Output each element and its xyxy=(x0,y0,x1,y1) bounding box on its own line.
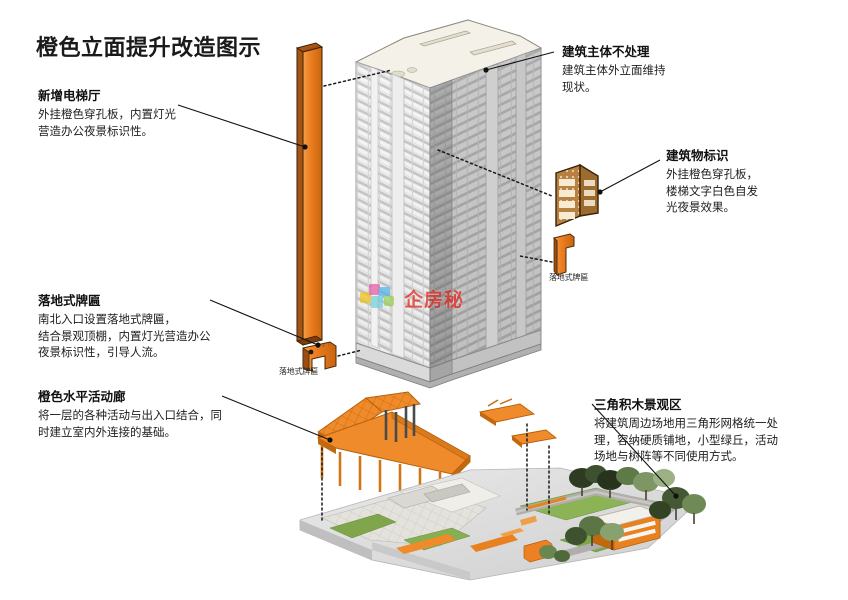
annotation-body: 建筑主体外立面维持 现状。 xyxy=(562,64,666,94)
annotation-body: 外挂橙色穿孔板， 楼梯文字白色自发 光夜景效果。 xyxy=(666,168,758,215)
annotation-body: 将建筑周边场地用三角形网格统一处 理，容纳硬质铺地，小型绿丘，活动 场地与树阵等… xyxy=(594,417,778,464)
tree-cluster-lower xyxy=(649,487,706,524)
tree-cluster-upper xyxy=(569,465,675,500)
exploded-shade-panels xyxy=(478,398,558,448)
tree-cluster-bottom xyxy=(565,516,624,550)
page-title: 橙色立面提升改造图示 xyxy=(36,35,262,60)
plaque-icon-right xyxy=(553,233,575,277)
annotation-head: 建筑物标识 xyxy=(666,149,729,163)
annotation-orange-horizontal-corridor: 橙色水平活动廊 将一层的各种活动与出入口结合，同 时建立室内外连接的基础。 xyxy=(38,389,288,441)
orange-perforated-signage-panel xyxy=(555,163,599,228)
annotation-head: 建筑主体不处理 xyxy=(562,45,650,59)
plaque-caption-left: 落地式牌匾 xyxy=(279,367,318,376)
annotation-head: 三角积木景观区 xyxy=(594,398,682,412)
annotation-head: 橙色水平活动廊 xyxy=(38,390,126,404)
watermark: 企房秘 xyxy=(360,282,486,314)
annotation-floor-standing-plaque: 落地式牌匾 南北入口设置落地式牌匾， 结合景观顶棚，内置灯光营造办公 夜景标识性… xyxy=(38,293,270,362)
orange-horizontal-canopy xyxy=(316,391,471,500)
isometric-highrise-tower xyxy=(354,19,543,389)
plaque-caption-right: 落地式牌匾 xyxy=(549,273,588,282)
annotation-head: 落地式牌匾 xyxy=(38,294,101,308)
annotation-new-elevator-hall: 新增电梯厅 外挂橙色穿孔板，内置灯光 营造办公夜景标识性。 xyxy=(38,88,243,140)
triangular-grid-site-plan xyxy=(299,465,706,581)
annotation-main-body-untouched: 建筑主体不处理 建筑主体外立面维持 现状。 xyxy=(562,44,777,96)
orange-elevator-panel xyxy=(295,42,324,346)
watermark-text: 企房秘 xyxy=(404,289,465,311)
annotation-head: 新增电梯厅 xyxy=(38,89,101,103)
annotation-body: 将一层的各种活动与出入口结合，同 时建立室内外连接的基础。 xyxy=(38,409,222,439)
annotation-building-signage: 建筑物标识 外挂橙色穿孔板， 楼梯文字白色自发 光夜景效果。 xyxy=(666,148,848,217)
watermark-logo xyxy=(360,284,402,312)
annotation-body: 外挂橙色穿孔板，内置灯光 营造办公夜景标识性。 xyxy=(38,108,176,138)
tree-cluster-left xyxy=(539,545,570,562)
annotation-triangle-block-landscape: 三角积木景观区 将建筑周边场地用三角形网格统一处 理，容纳硬质铺地，小型绿丘，活… xyxy=(594,397,844,466)
annotation-body: 南北入口设置落地式牌匾， 结合景观顶棚，内置灯光营造办公 夜景标识性，引导人流。 xyxy=(38,313,211,360)
